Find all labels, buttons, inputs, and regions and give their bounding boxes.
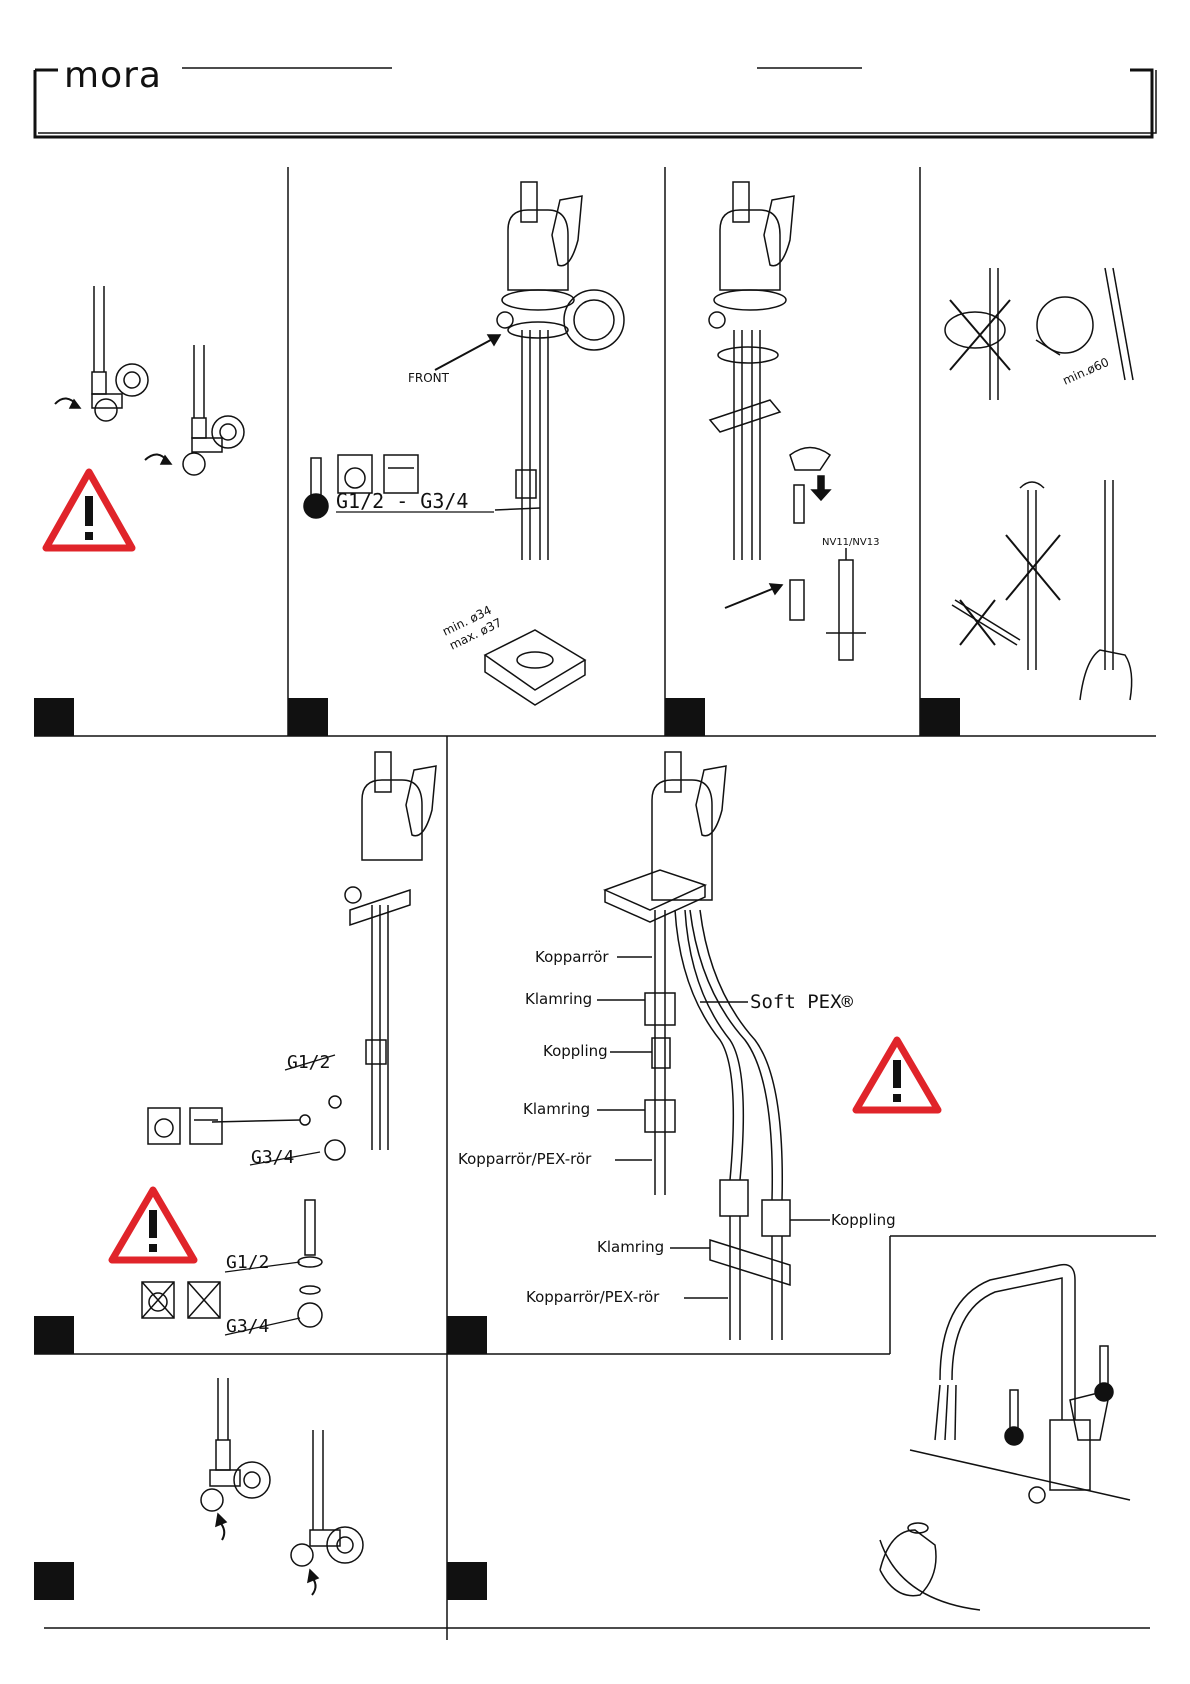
thermometer-cold-icon [1005, 1390, 1023, 1445]
thermometer-hot-icon [1095, 1346, 1113, 1401]
